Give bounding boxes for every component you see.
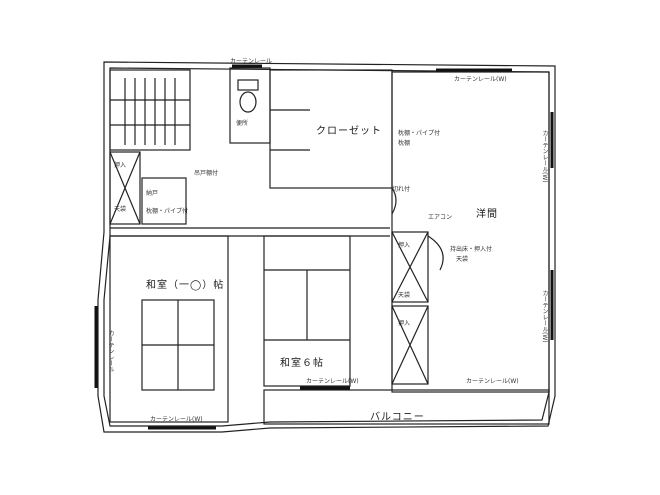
curtain-note-bottom-left: カーテンレール(W) <box>150 416 203 423</box>
toilet-tank <box>237 79 259 91</box>
kiri-note: 切れ付 <box>392 186 411 193</box>
curtain-note-top-toilet: カーテンレール <box>230 58 273 65</box>
closet-note-2: 枕棚 <box>398 140 411 147</box>
tatami-lines-6 <box>264 269 350 341</box>
stair-treads <box>124 78 176 145</box>
curtain-note-right-upper: カーテンレール(W) <box>541 130 548 183</box>
toilet-room <box>229 67 271 144</box>
storage-cross-right-bottom <box>391 305 429 385</box>
curtain-note-bottom-right: カーテンレール(W) <box>466 378 519 385</box>
storage-cabinet-right-bottom <box>391 305 429 385</box>
toilet-fixture <box>239 91 257 113</box>
oshiire-label: 納戸 <box>146 190 159 197</box>
curtain-note-right-lower: カーテンレール(W) <box>541 290 548 343</box>
closet-note: 枕棚・パイプ付 <box>398 130 441 137</box>
curtain-note-left: カーテンレール <box>107 330 114 372</box>
balcony-area <box>263 389 550 425</box>
balcony-label: バルコニー <box>370 412 425 423</box>
tatami-lines <box>142 300 214 390</box>
youma-note-2: 天袋 <box>456 256 469 263</box>
outer-wall <box>97 61 556 433</box>
storage-cabinet-right-top <box>391 231 429 303</box>
door-arc-right <box>427 235 444 271</box>
hanger-note: 吊戸棚付 <box>194 170 219 177</box>
storage-a-label: 押入 <box>114 162 127 169</box>
storage-cabinet-left <box>109 151 141 225</box>
storage-d-label: 天袋 <box>398 292 411 299</box>
washitsu-6-room <box>263 235 351 387</box>
washitsu-left-room <box>109 235 229 423</box>
shelf-note: 枕棚・パイプ付 <box>146 208 189 215</box>
youma-note: 持出床・押入付 <box>450 246 493 253</box>
curtain-note-top-right: カーテンレール(W) <box>454 76 507 83</box>
corridor <box>110 227 390 237</box>
washitsu-6-label: 和室６帖 <box>280 358 324 369</box>
storage-cross-left <box>109 151 141 225</box>
storage-cross-right-top <box>391 231 429 303</box>
closet-shelves <box>270 109 310 151</box>
oshiire-closet <box>141 177 187 225</box>
storage-c-label: 押入 <box>398 242 411 249</box>
washitsu-left-label: 和室（一◯）帖 <box>146 280 225 291</box>
stair-area <box>109 69 191 151</box>
storage-b-label: 天袋 <box>114 206 127 213</box>
curtain-note-bottom-mid: カーテンレール(W) <box>306 378 359 385</box>
storage-e-label: 押入 <box>398 320 411 327</box>
closet-label: クローゼット <box>316 126 382 137</box>
stair-landings <box>110 99 190 126</box>
youma-label: 洋間 <box>476 209 498 220</box>
toilet-label: 便所 <box>236 120 249 127</box>
ac-note: エアコン <box>428 214 453 221</box>
door-arc-youma <box>391 187 397 215</box>
